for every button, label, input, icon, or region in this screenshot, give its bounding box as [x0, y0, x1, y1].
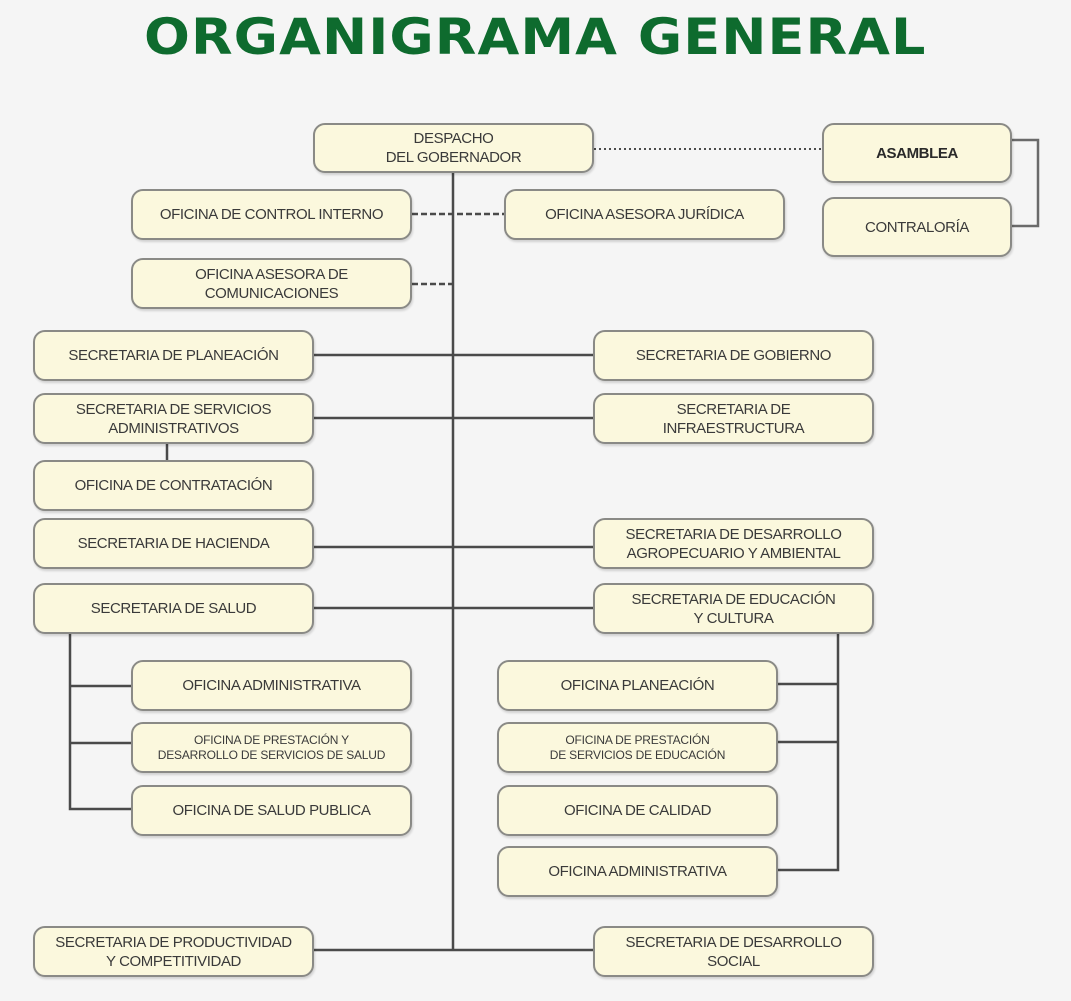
node-control-interno: OFICINA DE CONTROL INTERNO [131, 189, 412, 240]
node-sec-salud: SECRETARIA DE SALUD [33, 583, 314, 634]
chart-title: ORGANIGRAMA GENERAL [0, 8, 1071, 66]
node-asesora-comunicaciones: OFICINA ASESORA DE COMUNICACIONES [131, 258, 412, 309]
node-sec-productividad: SECRETARIA DE PRODUCTIVIDAD Y COMPETITIV… [33, 926, 314, 977]
node-sec-desarrollo-social: SECRETARIA DE DESARROLLO SOCIAL [593, 926, 874, 977]
educacion-subtree-line [777, 633, 840, 872]
node-salud-oficina-prestacion: OFICINA DE PRESTACIÓN Y DESARROLLO DE SE… [131, 722, 412, 773]
node-sec-infraestructura: SECRETARIA DE INFRAESTRUCTURA [593, 393, 874, 444]
node-edu-oficina-calidad: OFICINA DE CALIDAD [497, 785, 778, 836]
node-sec-planeacion: SECRETARIA DE PLANEACIÓN [33, 330, 314, 381]
node-sec-servicios-administrativos: SECRETARIA DE SERVICIOS ADMINISTRATIVOS [33, 393, 314, 444]
title-text: ORGANIGRAMA GENERAL [144, 8, 927, 66]
node-sec-hacienda: SECRETARIA DE HACIENDA [33, 518, 314, 569]
node-despacho: DESPACHO DEL GOBERNADOR [313, 123, 594, 173]
node-edu-oficina-administrativa: OFICINA ADMINISTRATIVA [497, 846, 778, 897]
node-oficina-contratacion: OFICINA DE CONTRATACIÓN [33, 460, 314, 511]
bracket-asamblea-contraloria [1011, 138, 1040, 228]
node-contraloria: CONTRALORÍA [822, 197, 1012, 257]
node-asesora-juridica: OFICINA ASESORA JURÍDICA [504, 189, 785, 240]
node-edu-oficina-planeacion: OFICINA PLANEACIÓN [497, 660, 778, 711]
node-sec-educacion: SECRETARIA DE EDUCACIÓN Y CULTURA [593, 583, 874, 634]
node-sec-desarrollo-agropecuario: SECRETARIA DE DESARROLLO AGROPECUARIO Y … [593, 518, 874, 569]
node-edu-oficina-prestacion: OFICINA DE PRESTACIÓN DE SERVICIOS DE ED… [497, 722, 778, 773]
node-salud-oficina-administrativa: OFICINA ADMINISTRATIVA [131, 660, 412, 711]
salud-subtree-line [68, 633, 131, 811]
node-sec-gobierno: SECRETARIA DE GOBIERNO [593, 330, 874, 381]
node-asamblea: ASAMBLEA [822, 123, 1012, 183]
node-salud-oficina-salud-publica: OFICINA DE SALUD PUBLICA [131, 785, 412, 836]
